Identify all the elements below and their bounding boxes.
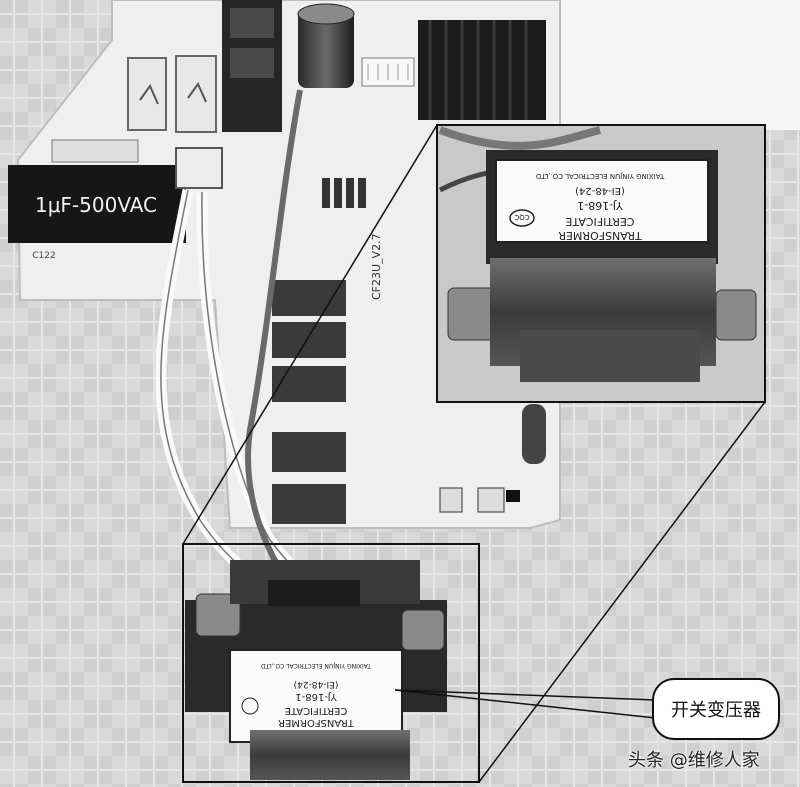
inset-label-spec: (EI-48-24)	[575, 185, 625, 196]
pcb-model: CF23U_V2.7	[370, 233, 383, 300]
bottom-label-line2: CERTIFICATE	[285, 705, 348, 716]
relay-column	[272, 280, 346, 524]
inset-transformer	[447, 150, 757, 382]
callout-text: 开关变压器	[671, 700, 761, 721]
inset-label-line1: TRANSFORMER	[558, 229, 643, 242]
inset-label-maker: TAIXING YINJUN ELECTRICAL CO.,LTD	[536, 172, 665, 180]
bottom-transformer-frame	[182, 543, 480, 783]
gray-wire	[245, 89, 303, 602]
watermark: 头条 @维修人家	[628, 742, 796, 776]
watermark-text: 头条 @维修人家	[628, 750, 760, 771]
callout-switching-transformer: 开关变压器	[652, 678, 780, 740]
small-capacitor	[522, 404, 546, 464]
relay-2	[175, 55, 217, 133]
bottom-transformer	[185, 560, 447, 780]
zoom-line-left	[182, 124, 438, 545]
inset-cqc-badge	[509, 209, 535, 227]
inset-label-model: YJ-168-1	[577, 199, 624, 212]
resistor-row	[322, 178, 366, 208]
film-capacitor	[8, 165, 186, 243]
wire-connector	[175, 147, 223, 189]
led-socket-1	[439, 487, 463, 513]
inset-cqc-text: CQC	[514, 213, 529, 221]
bottom-label-maker: TAIXING YINJUN ELECTRICAL CO.,LTD	[261, 662, 372, 669]
capacitor-code: C122	[32, 251, 55, 261]
led-socket-2	[477, 487, 505, 513]
relay-1	[127, 57, 167, 131]
right-white-area	[560, 0, 800, 130]
inset-label-line2: CERTIFICATE	[565, 215, 634, 228]
zoom-line-right	[478, 401, 766, 783]
bottom-label-line1: TRANSFORMER	[278, 717, 355, 728]
bottom-cqc-badge	[241, 697, 259, 715]
callout-pointer	[394, 689, 657, 719]
bottom-label-spec: (EI-48-24)	[294, 679, 339, 689]
capacitor-label: 1μF-500VAC	[35, 193, 157, 217]
electrolytic-capacitor	[298, 8, 354, 88]
bottom-label-model: YJ-168-1	[295, 691, 337, 702]
